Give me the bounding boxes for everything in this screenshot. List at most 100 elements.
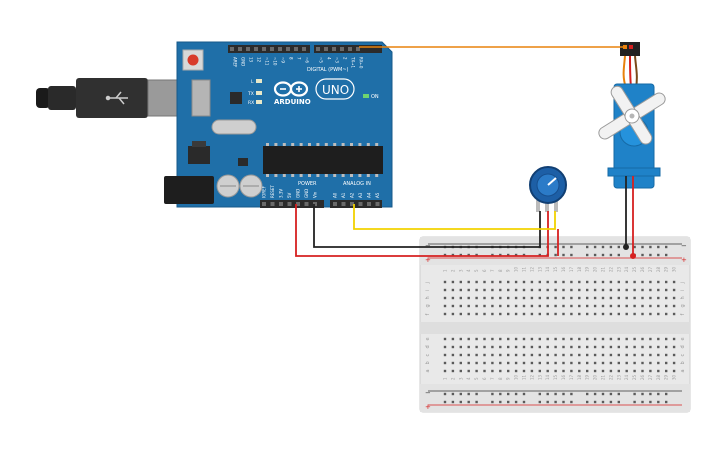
terminal-hole[interactable] xyxy=(601,353,605,357)
rail-hole[interactable] xyxy=(601,253,605,257)
terminal-hole[interactable] xyxy=(570,361,573,365)
terminal-hole[interactable] xyxy=(522,369,526,373)
terminal-hole[interactable] xyxy=(522,280,526,284)
terminal-hole[interactable] xyxy=(657,345,660,349)
terminal-hole[interactable] xyxy=(499,337,502,341)
terminal-hole[interactable] xyxy=(507,280,510,284)
terminal-hole[interactable] xyxy=(586,369,589,373)
terminal-hole[interactable] xyxy=(483,280,486,284)
rail-hole[interactable] xyxy=(459,392,462,396)
terminal-hole[interactable] xyxy=(483,353,486,357)
terminal-hole[interactable] xyxy=(617,345,620,349)
terminal-hole[interactable] xyxy=(641,312,644,316)
terminal-hole[interactable] xyxy=(538,353,541,357)
terminal-hole[interactable] xyxy=(459,337,462,341)
terminal-hole[interactable] xyxy=(609,353,613,357)
terminal-hole[interactable] xyxy=(562,345,565,349)
terminal-hole[interactable] xyxy=(475,337,478,341)
terminal-hole[interactable] xyxy=(633,296,636,300)
terminal-hole[interactable] xyxy=(443,337,447,341)
header-pin[interactable] xyxy=(302,47,306,51)
rail-hole[interactable] xyxy=(562,245,565,249)
terminal-hole[interactable] xyxy=(522,288,526,292)
terminal-hole[interactable] xyxy=(546,369,549,373)
terminal-hole[interactable] xyxy=(443,361,447,365)
terminal-hole[interactable] xyxy=(649,304,652,308)
terminal-hole[interactable] xyxy=(530,345,534,349)
terminal-hole[interactable] xyxy=(586,345,589,349)
terminal-hole[interactable] xyxy=(483,288,486,292)
terminal-hole[interactable] xyxy=(641,337,644,341)
terminal-hole[interactable] xyxy=(657,369,660,373)
terminal-hole[interactable] xyxy=(586,337,589,341)
terminal-hole[interactable] xyxy=(459,361,462,365)
terminal-hole[interactable] xyxy=(443,353,447,357)
terminal-hole[interactable] xyxy=(475,369,478,373)
terminal-hole[interactable] xyxy=(665,369,668,373)
rail-hole[interactable] xyxy=(586,245,589,249)
terminal-hole[interactable] xyxy=(491,361,494,365)
terminal-hole[interactable] xyxy=(657,353,660,357)
wire-a0-to-pot-wiper[interactable] xyxy=(353,204,556,230)
terminal-hole[interactable] xyxy=(507,304,510,308)
rail-hole[interactable] xyxy=(586,392,589,396)
terminal-hole[interactable] xyxy=(475,353,478,357)
terminal-hole[interactable] xyxy=(491,345,494,349)
rail-hole[interactable] xyxy=(649,392,652,396)
terminal-hole[interactable] xyxy=(657,337,660,341)
terminal-hole[interactable] xyxy=(491,337,494,341)
rail-hole[interactable] xyxy=(562,400,565,404)
terminal-hole[interactable] xyxy=(657,288,660,292)
terminal-hole[interactable] xyxy=(546,288,549,292)
terminal-hole[interactable] xyxy=(443,304,447,308)
terminal-hole[interactable] xyxy=(633,304,636,308)
terminal-hole[interactable] xyxy=(514,280,518,284)
terminal-hole[interactable] xyxy=(514,361,518,365)
rail-hole[interactable] xyxy=(514,400,518,404)
rail-hole[interactable] xyxy=(657,245,660,249)
terminal-hole[interactable] xyxy=(483,337,486,341)
terminal-hole[interactable] xyxy=(609,304,613,308)
rail-hole[interactable] xyxy=(499,400,502,404)
terminal-hole[interactable] xyxy=(633,280,636,284)
rail-hole[interactable] xyxy=(601,245,605,249)
terminal-hole[interactable] xyxy=(578,369,581,373)
terminal-hole[interactable] xyxy=(601,288,605,292)
terminal-hole[interactable] xyxy=(593,296,597,300)
rail-hole[interactable] xyxy=(507,392,510,396)
terminal-hole[interactable] xyxy=(507,361,510,365)
terminal-hole[interactable] xyxy=(491,288,494,292)
terminal-hole[interactable] xyxy=(633,361,636,365)
rail-hole[interactable] xyxy=(451,400,455,404)
terminal-hole[interactable] xyxy=(625,288,628,292)
terminal-hole[interactable] xyxy=(593,361,597,365)
terminal-hole[interactable] xyxy=(641,280,644,284)
terminal-hole[interactable] xyxy=(522,312,526,316)
terminal-hole[interactable] xyxy=(522,337,526,341)
terminal-hole[interactable] xyxy=(609,361,613,365)
terminal-hole[interactable] xyxy=(491,304,494,308)
terminal-hole[interactable] xyxy=(578,353,581,357)
rail-hole[interactable] xyxy=(451,392,455,396)
terminal-hole[interactable] xyxy=(554,312,557,316)
terminal-hole[interactable] xyxy=(459,369,462,373)
terminal-hole[interactable] xyxy=(665,361,668,365)
terminal-hole[interactable] xyxy=(649,345,652,349)
terminal-hole[interactable] xyxy=(625,353,628,357)
terminal-hole[interactable] xyxy=(586,361,589,365)
terminal-hole[interactable] xyxy=(562,337,565,341)
power-pin[interactable] xyxy=(287,202,292,206)
terminal-hole[interactable] xyxy=(467,296,470,300)
terminal-hole[interactable] xyxy=(578,304,581,308)
terminal-hole[interactable] xyxy=(657,304,660,308)
header-pin[interactable] xyxy=(324,47,328,51)
terminal-hole[interactable] xyxy=(665,304,668,308)
power-analog-pins[interactable] xyxy=(262,202,380,206)
terminal-hole[interactable] xyxy=(491,369,494,373)
terminal-hole[interactable] xyxy=(554,369,557,373)
terminal-hole[interactable] xyxy=(522,361,526,365)
header-pin[interactable] xyxy=(294,47,298,51)
terminal-hole[interactable] xyxy=(530,304,534,308)
analog-pin[interactable] xyxy=(350,202,354,206)
terminal-hole[interactable] xyxy=(499,312,502,316)
